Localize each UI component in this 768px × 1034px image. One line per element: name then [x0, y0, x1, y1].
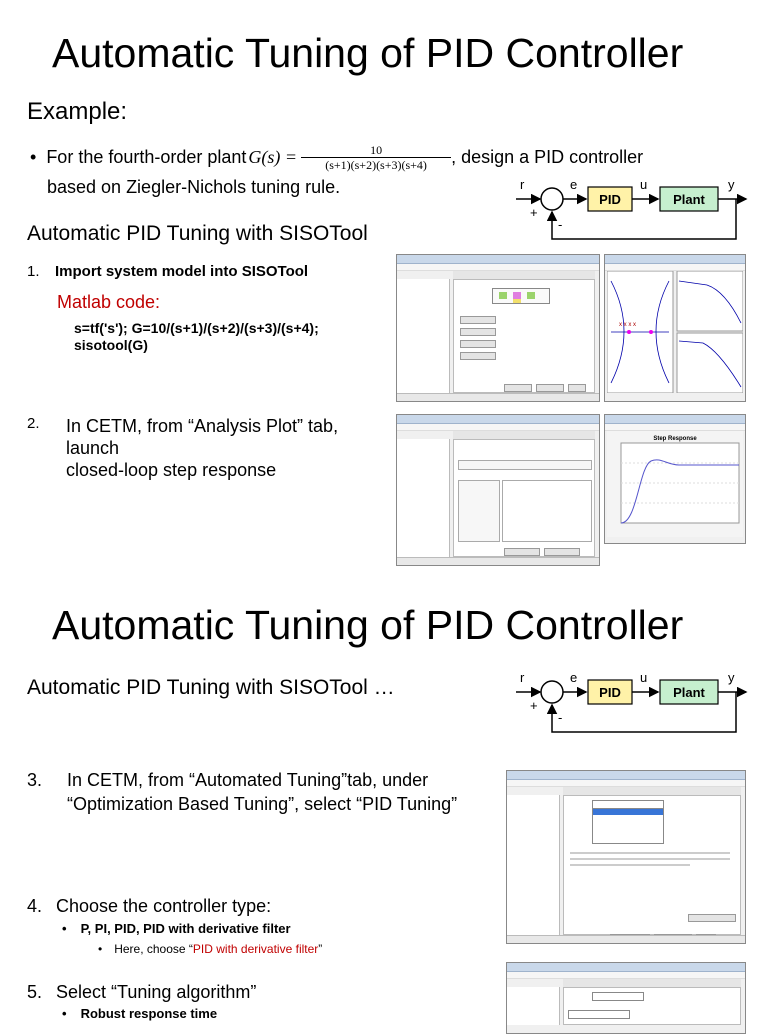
sign-minus: - [558, 710, 562, 725]
signal-y: y [728, 177, 735, 192]
step4-number: 4. [27, 896, 43, 916]
step5-bullet: • Robust response time [62, 1006, 217, 1021]
step4-sub-suffix: ” [318, 942, 323, 956]
step1: 1. Import system model into SISOTool [27, 263, 308, 280]
cetm-analysis-plot-screenshot [396, 414, 600, 566]
plant-lhs: G(s) = [248, 147, 298, 167]
slide1-title: Automatic Tuning of PID Controller [52, 30, 684, 76]
cetm-architecture-screenshot [396, 254, 600, 402]
pid-label: PID [599, 192, 621, 207]
step2-number: 2. [27, 415, 40, 432]
summing-junction [540, 187, 564, 211]
bullet-dot: • [62, 921, 67, 936]
step2-line2: closed-loop step response [66, 460, 277, 480]
signal-e: e [570, 177, 577, 192]
svg-text:x x x x: x x x x [619, 322, 636, 328]
summing-junction [540, 680, 564, 704]
step1-text: Import system model into SISOTool [55, 263, 309, 280]
block-diagram-2: r + - e PID u Plant y [516, 670, 748, 733]
root-locus-bode-plots: x x x x [607, 271, 743, 393]
step3-line1: In CETM, from “Automated Tuning”tab, und… [67, 770, 429, 790]
step5-bullet-text: Robust response time [80, 1006, 218, 1021]
feedback-path [546, 692, 737, 733]
step4-bullet: • P, PI, PID, PID with derivative filter [62, 921, 291, 936]
step4-sub-highlight: PID with derivative filter [192, 942, 319, 956]
matlab-code: s=tf('s'); G=10/(s+1)/(s+2)/(s+3)/(s+4);… [74, 320, 319, 354]
plant-block [659, 679, 719, 705]
sign-plus: + [530, 205, 538, 220]
plant-fraction: 10 (s+1)(s+2)(s+3)(s+4) [301, 143, 452, 172]
siso-design-screenshot: x x x x [604, 254, 746, 402]
bullet-line2: based on Ziegler-Nichols tuning rule. [47, 177, 341, 197]
slide2-subheading: Automatic PID Tuning with SISOTool … [27, 676, 395, 699]
signal-u: u [640, 670, 647, 685]
signal-r: r [520, 670, 525, 685]
step-response-plot: Step Response [607, 431, 743, 537]
step3-number: 3. [27, 770, 43, 790]
bullet-prefix: For the fourth-order plant [46, 147, 247, 167]
bullet-dot: • [30, 147, 37, 167]
step4: 4. Choose the controller type: [27, 896, 271, 917]
example-heading: Example: [27, 98, 128, 125]
cetm-automated-tuning-screenshot [506, 770, 746, 944]
sign-minus: - [558, 217, 562, 232]
step2: 2. In CETM, from “Analysis Plot” tab, la… [27, 415, 387, 481]
pid-block [587, 186, 633, 212]
step3-line2: “Optimization Based Tuning”, select “PID… [67, 794, 458, 814]
step-response-title: Step Response [653, 436, 697, 442]
step5-text: Select “Tuning algorithm” [56, 982, 257, 1002]
code-line-1: s=tf('s'); G=10/(s+1)/(s+2)/(s+3)/(s+4); [74, 320, 319, 336]
plant-numerator: 10 [370, 143, 383, 157]
code-line-2: sisotool(G) [74, 337, 148, 353]
plant-label: Plant [673, 192, 705, 207]
bullet-dot: • [62, 1006, 67, 1021]
step5: 5. Select “Tuning algorithm” [27, 982, 256, 1003]
block-diagram-1: r + - e PID u Plant y [516, 177, 748, 240]
step4-text: Choose the controller type: [56, 896, 272, 916]
bullet-suffix: , design a PID controller [451, 147, 644, 167]
step4-subbullet: • Here, choose “PID with derivative filte… [98, 942, 322, 956]
example-bullet: • For the fourth-order plant G(s) = 10 (… [30, 143, 643, 172]
step4-bullet-text: P, PI, PID, PID with derivative filter [80, 921, 291, 936]
plant-denominator: (s+1)(s+2)(s+3)(s+4) [325, 158, 427, 172]
plant-label: Plant [673, 685, 705, 700]
cetm-tuning-algorithm-screenshot [506, 962, 746, 1034]
step5-number: 5. [27, 982, 43, 1002]
step4-sub-prefix: Here, choose “ [114, 942, 193, 956]
signal-y: y [728, 670, 735, 685]
step-response-screenshot: Step Response [604, 414, 746, 544]
slide2-title: Automatic Tuning of PID Controller [52, 602, 684, 648]
signal-e: e [570, 670, 577, 685]
step2-line1: In CETM, from “Analysis Plot” tab, launc… [66, 416, 339, 458]
step1-number: 1. [27, 263, 40, 280]
pid-label: PID [599, 685, 621, 700]
feedback-path [546, 199, 737, 240]
slide1-subheading: Automatic PID Tuning with SISOTool [27, 222, 368, 245]
fraction-bar [301, 157, 452, 158]
bullet-dot: • [98, 942, 103, 956]
sign-plus: + [530, 698, 538, 713]
signal-r: r [520, 177, 525, 192]
step3: 3. In CETM, from “Automated Tuning”tab, … [27, 768, 457, 816]
signal-u: u [640, 177, 647, 192]
matlab-code-label: Matlab code: [57, 292, 161, 312]
